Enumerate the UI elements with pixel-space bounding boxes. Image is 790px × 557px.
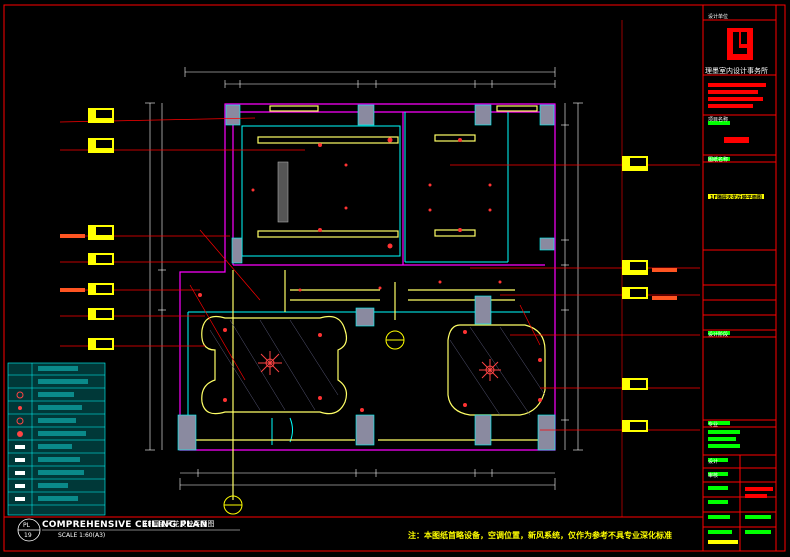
tb-drawing-name-value: 1F隔层天花反映平面图 <box>710 195 762 201</box>
tb-label-project: 项目名称 <box>708 117 729 123</box>
firm-name: 理墨室内设计事务所 <box>705 67 768 75</box>
tb-label-discipline: 专业 <box>708 422 719 428</box>
hatch-pattern <box>209 319 546 416</box>
sheet-number: 19 <box>24 532 32 539</box>
tb-label-designer: 设计 <box>708 459 719 465</box>
drawing-title-en: COMPREHENSIVE CEILING PLAN <box>42 520 208 530</box>
sheet-code-bubble <box>17 518 41 542</box>
dimension-lines <box>145 67 583 490</box>
cyan-outlines <box>187 112 530 445</box>
right-tags <box>622 156 677 432</box>
columns <box>177 104 556 451</box>
sheet-code: PL <box>23 522 30 529</box>
tb-label-drawing-name: 图纸名称 <box>708 157 729 163</box>
chandelier-icon <box>258 351 282 375</box>
ceiling-outline <box>190 105 546 500</box>
tb-label-stage: 设计阶段 <box>708 332 729 338</box>
leader-lines <box>59 117 700 431</box>
title-block <box>702 4 777 552</box>
walls <box>179 103 556 451</box>
light-fixture-icon <box>277 161 289 223</box>
section-marker-icon <box>385 330 405 350</box>
legend-table <box>7 362 106 516</box>
tb-label-design-unit: 设计单位 <box>708 14 729 20</box>
sheet-frame <box>3 4 786 552</box>
drawing-note: 注：本图纸首略设备，空调位置，新风系统，仅作为参考不具专业深化标准 <box>408 531 672 540</box>
drawing-title-cn: 1F隔层天花反映平面图 <box>143 520 215 528</box>
logo-icon <box>727 28 753 60</box>
tb-label-reviewer: 审核 <box>708 473 719 479</box>
section-marker-icon <box>223 495 243 515</box>
left-tags <box>60 108 114 350</box>
drawing-scale: SCALE 1:60(A3) <box>58 532 106 539</box>
chandelier-icon <box>479 359 501 381</box>
downlight-icon <box>198 137 542 412</box>
